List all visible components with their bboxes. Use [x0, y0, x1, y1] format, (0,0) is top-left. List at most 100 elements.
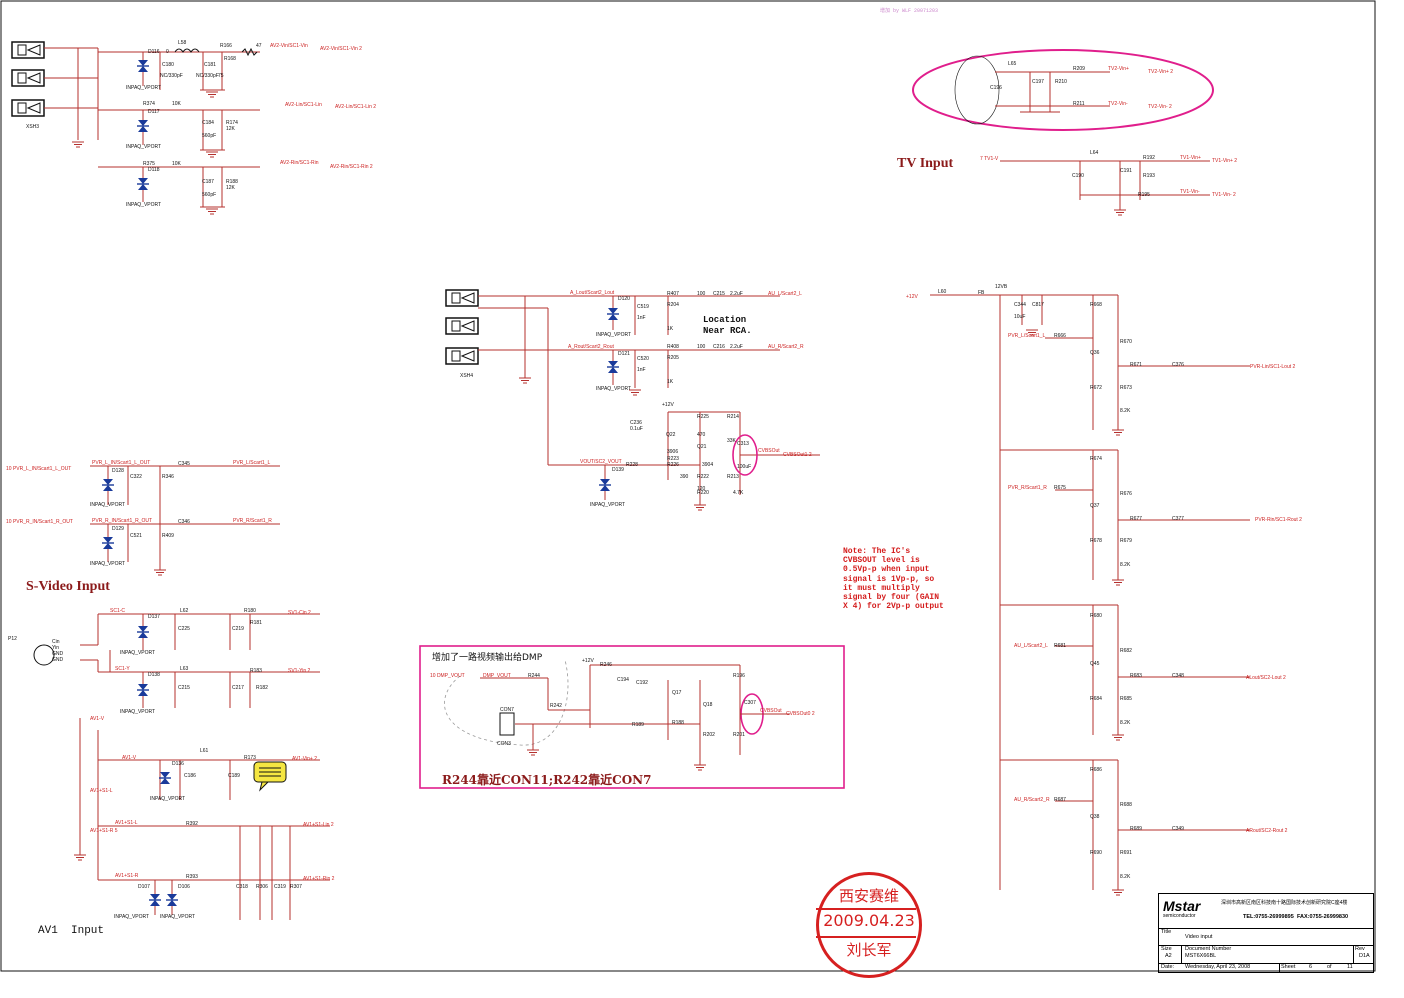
net-av2-lin: AV2-Lin/SC1-Lin — [285, 102, 322, 108]
label-q37: Q37 — [1090, 503, 1100, 509]
label-r225: R225 — [697, 414, 709, 420]
label-d116: D116 — [148, 49, 160, 55]
stamp-date: 2009.04.23 — [823, 911, 915, 930]
label-r408: R408 — [667, 344, 679, 350]
ground-symbol — [153, 569, 167, 576]
label-r690: R690 — [1090, 850, 1102, 856]
inductor-l58 — [174, 48, 200, 53]
net-dmp-vout: DMP_VOUT — [483, 673, 511, 679]
net-av1-s1r: AV1+S1-R — [115, 873, 139, 879]
net-sc1-c: SC1-C — [110, 608, 125, 614]
port-sv1-cin: SV1-Cin 2 — [288, 610, 311, 616]
pin-gnd-1: GND — [52, 651, 64, 657]
label-r688: R688 — [1120, 802, 1132, 808]
tvs-diode-d138 — [136, 683, 150, 697]
label-3904: 3904 — [702, 462, 713, 468]
port-tv1-vinn: TV1-Vin- 2 — [1212, 192, 1236, 198]
label-c219: C219 — [232, 626, 244, 632]
label-r168: R168 — [224, 56, 236, 62]
label-fb: FB — [978, 290, 985, 296]
label-r226: R226 — [667, 462, 679, 468]
tvs-diode-d118 — [136, 177, 150, 191]
label-l62: L62 — [180, 608, 189, 614]
tvs-diode-d121 — [606, 360, 620, 374]
section-title-svideo-input: S-Video Input — [26, 579, 110, 594]
label-c376: C376 — [1172, 362, 1184, 368]
label-l65: L65 — [1008, 61, 1017, 67]
label-c521: C521 — [130, 533, 142, 539]
label-c817: C817 — [1032, 302, 1044, 308]
size-label: Size — [1161, 946, 1172, 952]
label-l61: L61 — [200, 748, 209, 754]
tvs-diode-d128 — [101, 478, 115, 492]
label-inpaq-13: INPAQ_VPORT — [160, 914, 195, 920]
label-c322: C322 — [130, 474, 142, 480]
label-r675: R675 — [1054, 485, 1066, 491]
label-c181: C181 — [204, 62, 216, 68]
audio-out-block — [930, 294, 1250, 890]
label-d117: D117 — [148, 109, 160, 115]
svg-text:增加 by WLF 20071203: 增加 by WLF 20071203 — [880, 7, 938, 14]
ground-symbol — [1111, 889, 1125, 896]
ground-symbol — [1111, 429, 1125, 436]
label-4.7k: 4.7K — [733, 490, 744, 496]
docnum-label: Document Number — [1185, 946, 1232, 952]
label-8.2k: 8.2K — [1120, 874, 1131, 880]
sheet-value: 6 — [1309, 964, 1313, 970]
port-av1-vin: AV1-Vin+ 2 — [292, 756, 317, 762]
location-note-line2: Near RCA. — [703, 326, 752, 336]
tvs-diode-d107 — [148, 893, 162, 907]
label-inpaq-11: INPAQ_VPORT — [150, 796, 185, 802]
label-d137: D137 — [148, 614, 160, 620]
label-r174: R174 — [226, 120, 238, 126]
label-r374: R374 — [143, 101, 155, 107]
net-tv1-vinp: TV1-Vin+ — [1180, 155, 1201, 161]
label-c519: C519 — [637, 304, 649, 310]
label-r392: R392 — [186, 821, 198, 827]
ground-symbol — [73, 854, 87, 861]
label-inpaq-12: INPAQ_VPORT — [114, 914, 149, 920]
label-inpaq-6: INPAQ_VPORT — [590, 502, 625, 508]
sheet-label: Sheet — [1281, 964, 1296, 970]
label-r182: R182 — [256, 685, 268, 691]
label-470: 470 — [697, 432, 706, 438]
ground-symbol — [693, 504, 707, 511]
tv1-block — [1000, 160, 1210, 210]
label-c187: C187 — [202, 179, 214, 185]
ground-symbol — [1113, 209, 1127, 216]
net-av2-rin: AV2-Rin/SC1-Rin — [280, 160, 319, 166]
company-logo-sub: semiconductor — [1163, 913, 1196, 919]
label-con3: CON3 — [497, 741, 511, 747]
label-r209: R209 — [1073, 66, 1085, 72]
label-r220: R220 — [697, 490, 709, 496]
label-d129: D129 — [112, 526, 124, 532]
label-q22: Q22 — [666, 432, 676, 438]
label-inpaq-10: INPAQ_VPORT — [120, 709, 155, 715]
label-r346: R346 — [162, 474, 174, 480]
net-au-rscart2-r: AU_R/Scart2_R — [1014, 797, 1050, 803]
label-390: 390 — [680, 474, 689, 480]
label-560pf: 560pF — [202, 133, 216, 139]
label-q18: Q18 — [703, 702, 713, 708]
net-av1-v-port: AV1-V — [90, 716, 105, 722]
label-r672: R672 — [1090, 385, 1102, 391]
company-fax: FAX:0755-26999830 — [1297, 914, 1349, 920]
net-pvr-rscart1-r: PVR_R/Scart1_R — [1008, 485, 1047, 491]
label-47: 47 — [256, 43, 262, 49]
net-pvr-lscart: PVR_L/Scart1_L — [233, 460, 270, 466]
size-value: A2 — [1165, 953, 1172, 959]
label-+12v-right: +12V — [906, 294, 918, 300]
label-r210: R210 — [1055, 79, 1067, 85]
port-av2-rin: AV2-Rin/SC1-Rin 2 — [330, 164, 373, 170]
port-pvr-l-in: 10 PVR_L_IN/Scart1_L_OUT — [6, 466, 71, 472]
label-c184: C184 — [202, 120, 214, 126]
label-r683: R683 — [1130, 673, 1142, 679]
c313-highlight — [732, 434, 758, 476]
label-c192: C192 — [636, 680, 648, 686]
connector-label-p12: P12 — [8, 636, 17, 642]
av1-block — [79, 718, 330, 920]
label-r674: R674 — [1090, 456, 1102, 462]
net-cvbsout-dmp: CVBSOut — [760, 708, 782, 714]
company-tel: TEL:0755-26999895 — [1243, 914, 1294, 920]
port-cvbsout1: CVBSOut1 2 — [783, 452, 812, 458]
